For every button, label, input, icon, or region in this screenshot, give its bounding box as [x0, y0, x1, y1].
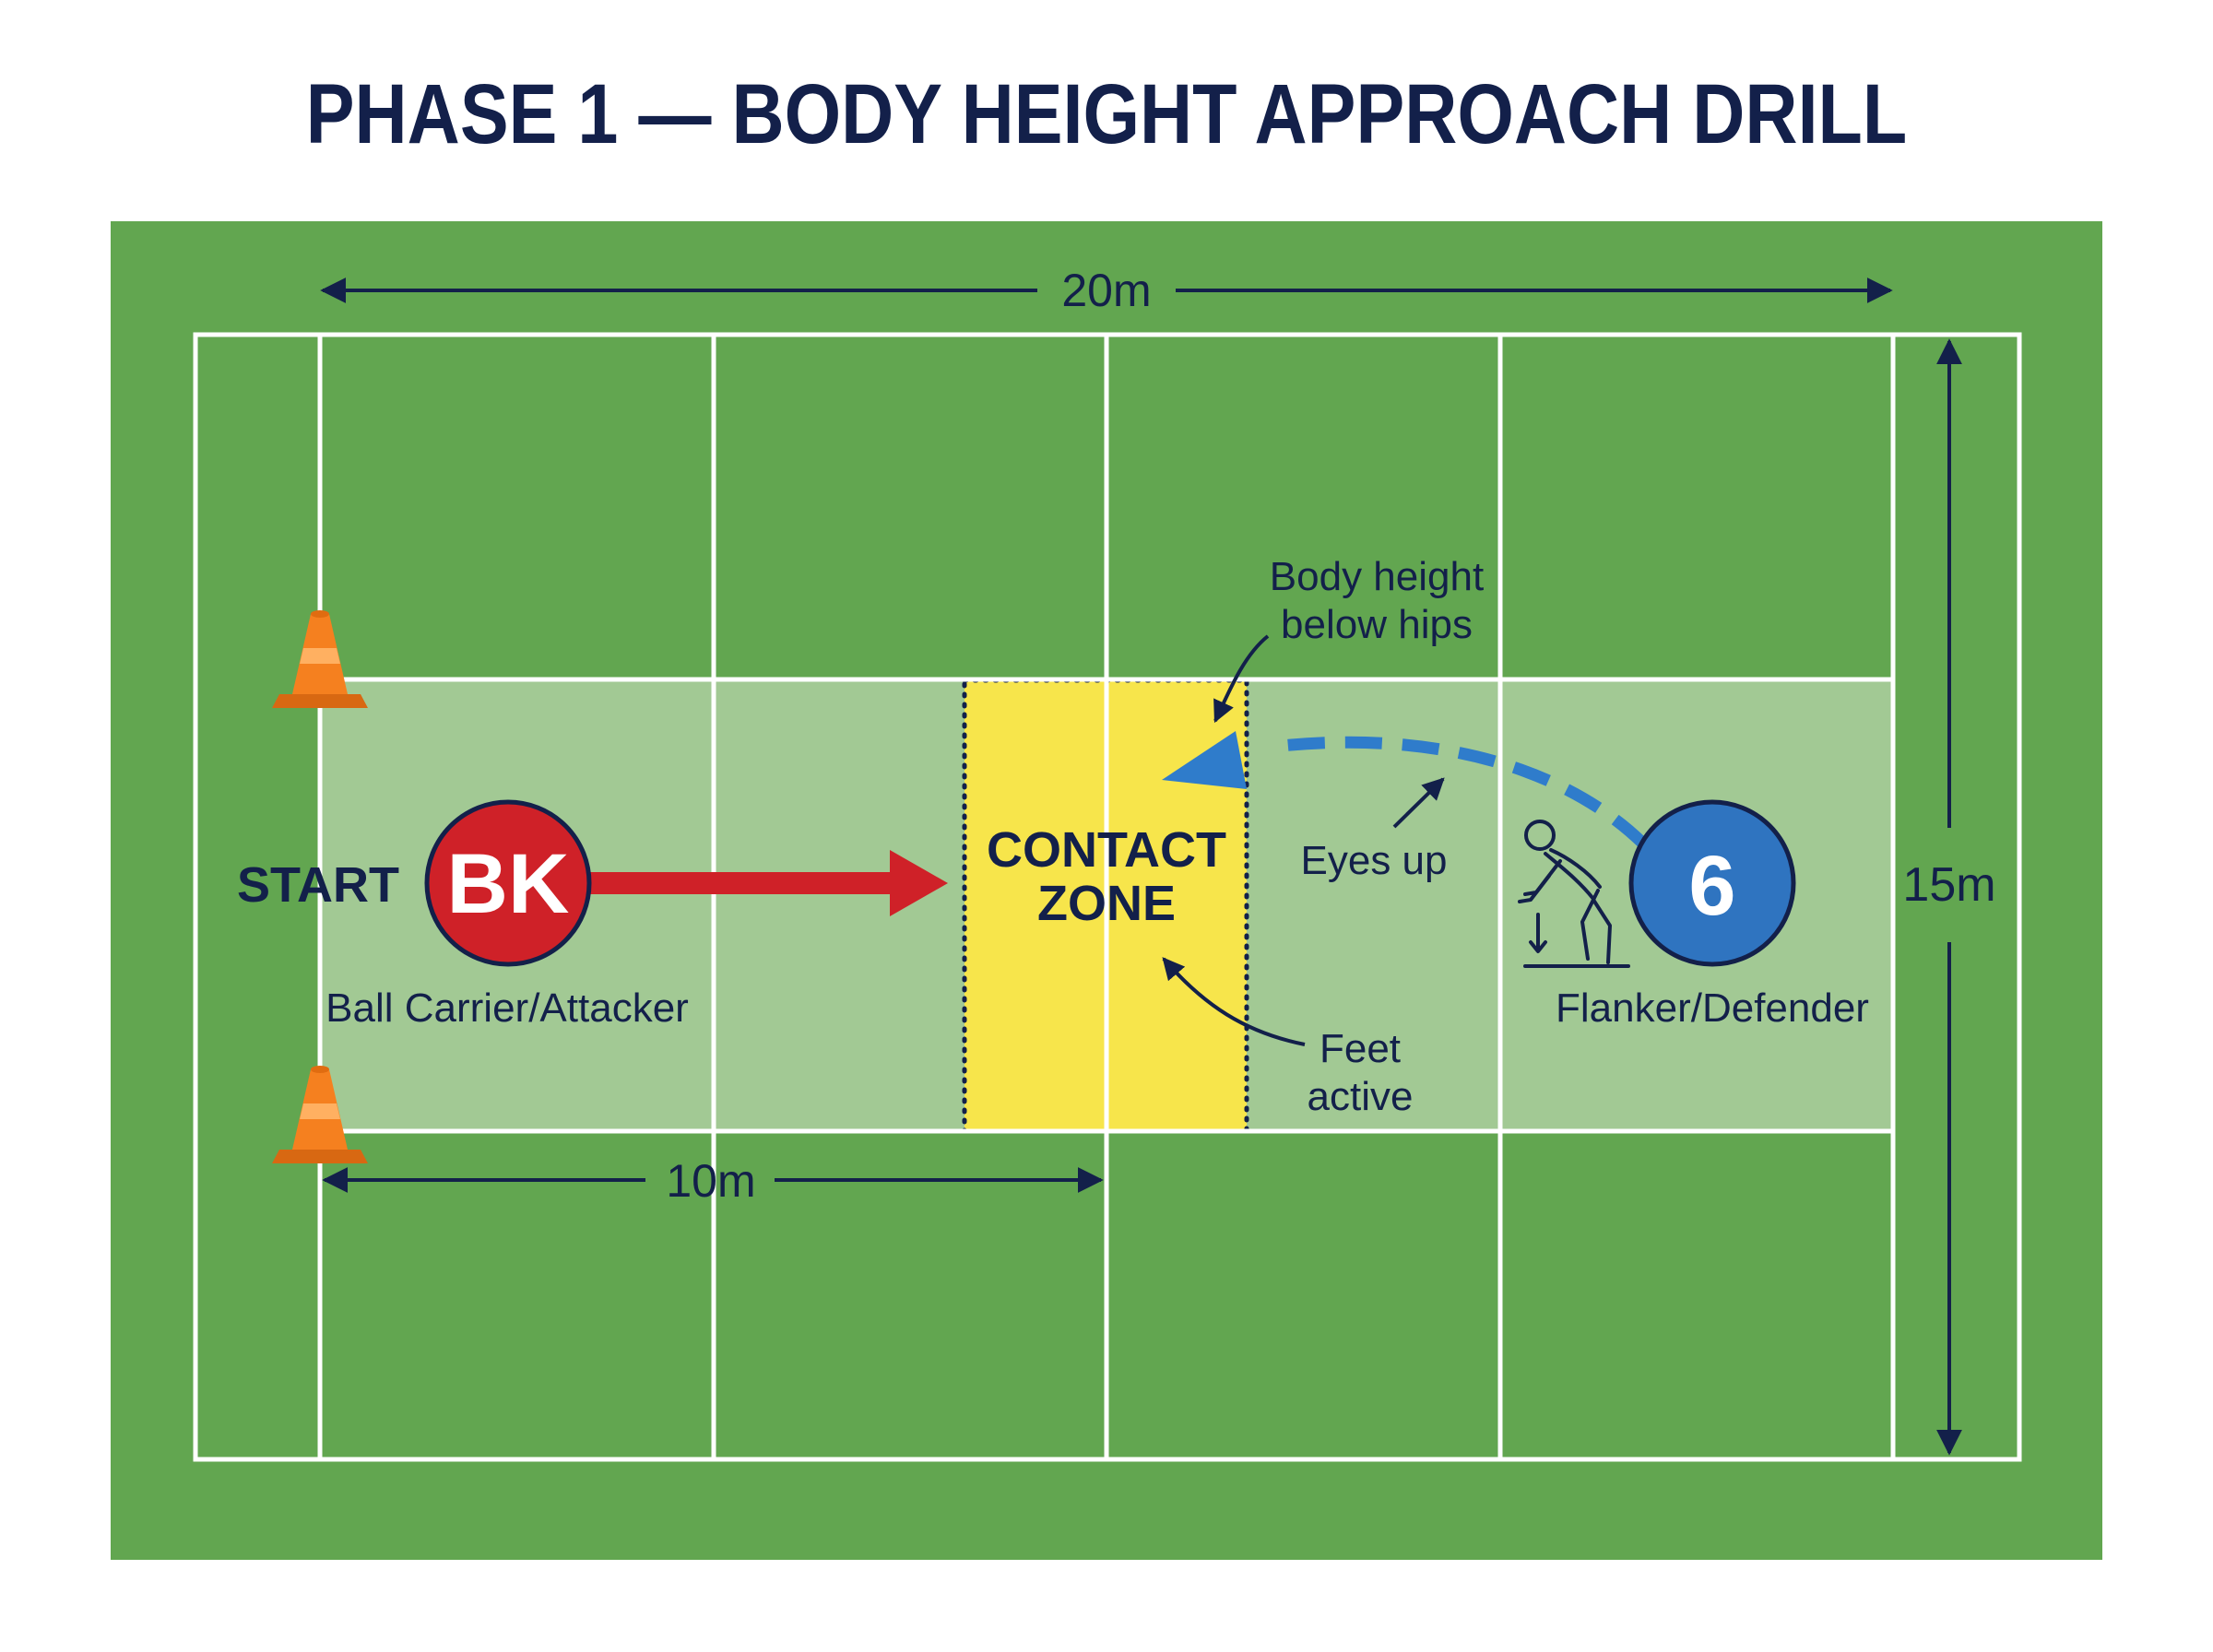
- crouching-tackler-icon: [1518, 820, 1630, 968]
- traffic-cone-icon: [272, 610, 368, 708]
- defender-badge-text: 6: [1688, 839, 1735, 933]
- feet-cue-line1: Feet: [1320, 1026, 1401, 1071]
- defender-badge: 6: [1628, 799, 1796, 967]
- defender-path-arrowhead: [1162, 731, 1247, 789]
- start-label: START: [237, 857, 399, 913]
- width-dimension: 20m: [320, 265, 1893, 316]
- attacker-badge: BK: [424, 799, 592, 967]
- page-title: PHASE 1 — BODY HEIGHT APPROACH DRILL: [305, 67, 1908, 161]
- defender-path: [1272, 736, 1648, 848]
- height-label: 15m: [1902, 858, 1995, 912]
- approach-label: 10m: [666, 1155, 755, 1207]
- attacker-badge-text: BK: [447, 837, 570, 931]
- width-label: 20m: [1061, 265, 1151, 316]
- eyes-up-cue: Eyes up: [1301, 838, 1448, 883]
- traffic-cone-icon: [272, 1066, 368, 1163]
- body-height-cue-arrow: [1213, 634, 1270, 724]
- body-height-cue-line1: Body height: [1270, 554, 1484, 599]
- feet-cue-line2: active: [1308, 1074, 1414, 1119]
- approach-dimension: 10m: [322, 1155, 1104, 1207]
- defender-role-label: Flanker/Defender: [1556, 985, 1869, 1031]
- attacker-run-arrow: [581, 850, 948, 916]
- feet-cue-arrow: [1162, 957, 1306, 1046]
- contact-zone-line1: CONTACT: [987, 822, 1226, 878]
- pitch-lines: [193, 332, 2022, 1462]
- body-height-cue-line2: below hips: [1281, 602, 1473, 647]
- eyes-up-cue-arrow: [1392, 777, 1445, 829]
- contact-zone-line2: ZONE: [1037, 876, 1176, 931]
- height-dimension: 15m: [1902, 338, 1996, 1456]
- attacker-role-label: Ball Carrier/Attacker: [325, 985, 689, 1031]
